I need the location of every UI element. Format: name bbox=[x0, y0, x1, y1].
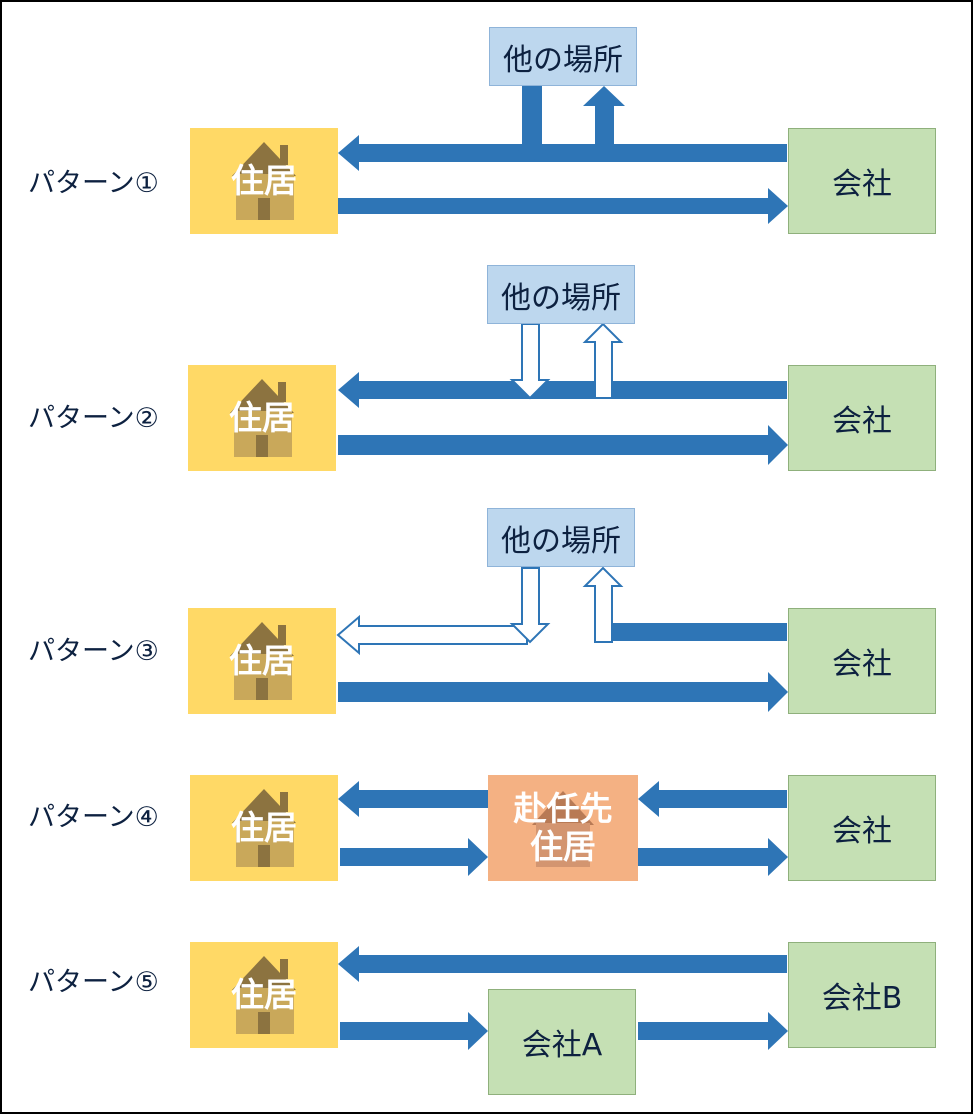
assignment-label-line2: 住居 bbox=[530, 827, 596, 866]
arrow-up-to-other-outline bbox=[582, 322, 624, 399]
arrow-to-company bbox=[338, 425, 788, 465]
company-a-box: 会社A bbox=[488, 989, 636, 1095]
arrow-assignment-to-company bbox=[638, 838, 788, 876]
arrow-to-company bbox=[338, 188, 788, 224]
arrow-up-to-other-outline bbox=[582, 566, 624, 643]
house-label: 住居 bbox=[231, 975, 297, 1014]
assignment-house-box: 赴任先 住居 bbox=[488, 775, 638, 881]
arrow-to-house-outline bbox=[336, 614, 528, 656]
arrow-down-from-other bbox=[510, 86, 554, 162]
house-box: 住居 bbox=[190, 775, 338, 881]
arrow-up-to-other bbox=[583, 86, 625, 162]
house-icon bbox=[230, 622, 294, 700]
other-place-box: 他の場所 bbox=[487, 265, 635, 324]
house-icon bbox=[532, 791, 594, 867]
house-label: 住居 bbox=[231, 161, 297, 200]
arrow-to-house bbox=[338, 135, 787, 171]
arrow-assignment-to-house bbox=[338, 781, 488, 817]
house-box: 住居 bbox=[190, 942, 338, 1048]
company-box: 会社 bbox=[788, 608, 936, 714]
assignment-label-line1: 赴任先 bbox=[513, 789, 613, 828]
house-box: 住居 bbox=[190, 128, 338, 234]
company-box: 会社 bbox=[788, 775, 936, 881]
arrow-company-b-to-house bbox=[338, 946, 787, 982]
company-box: 会社 bbox=[788, 365, 936, 471]
house-icon bbox=[232, 789, 296, 867]
pattern-1-label: パターン① bbox=[28, 168, 159, 199]
other-place-box: 他の場所 bbox=[489, 27, 637, 86]
arrow-down-from-other-outline bbox=[509, 567, 551, 644]
arrow-house-to-assignment bbox=[340, 838, 488, 876]
house-icon bbox=[230, 379, 294, 457]
arrow-to-company bbox=[338, 672, 788, 712]
arrow-from-company bbox=[612, 623, 787, 641]
house-label: 住居 bbox=[229, 398, 295, 437]
company-box: 会社 bbox=[788, 128, 936, 234]
house-icon bbox=[232, 956, 296, 1034]
company-b-box: 会社B bbox=[788, 942, 936, 1048]
other-place-box: 他の場所 bbox=[487, 508, 635, 567]
pattern-4-label: パターン④ bbox=[28, 802, 159, 833]
house-box: 住居 bbox=[188, 608, 336, 714]
pattern-2-label: パターン② bbox=[28, 403, 159, 434]
house-label: 住居 bbox=[229, 641, 295, 680]
house-box: 住居 bbox=[188, 365, 336, 471]
arrow-company-to-assignment bbox=[638, 781, 787, 817]
pattern-5-label: パターン⑤ bbox=[28, 967, 159, 998]
arrow-company-a-to-company-b bbox=[638, 1012, 788, 1050]
house-icon bbox=[232, 142, 296, 220]
arrow-down-from-other-outline bbox=[509, 323, 551, 400]
house-label: 住居 bbox=[231, 808, 297, 847]
arrow-house-to-company-a bbox=[340, 1012, 488, 1050]
pattern-3-label: パターン③ bbox=[28, 636, 159, 667]
arrow-to-house bbox=[338, 372, 787, 408]
